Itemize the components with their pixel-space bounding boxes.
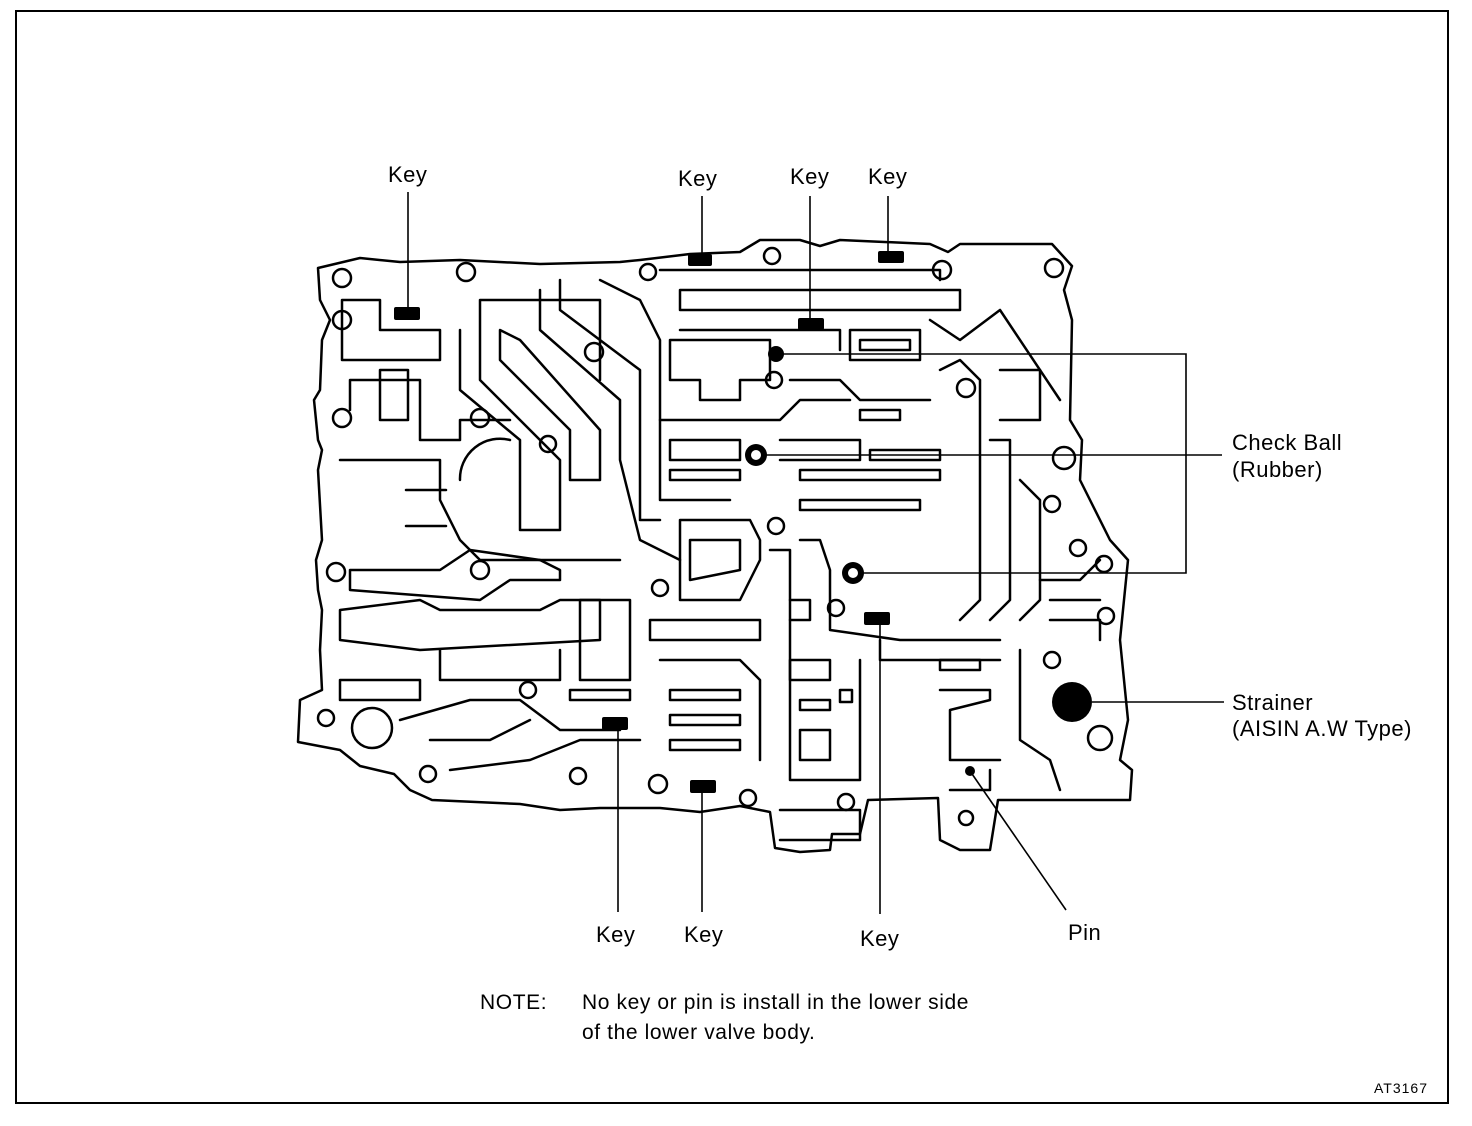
passage [668, 738, 742, 752]
passage [928, 308, 1062, 402]
passage [668, 338, 772, 402]
passage [788, 598, 812, 622]
passage [868, 448, 942, 462]
key-label-top-3: Key [790, 164, 830, 189]
passage [458, 437, 512, 482]
strainer-label-line2: (AISIN A.W Type) [1232, 716, 1412, 741]
passage [668, 468, 742, 482]
passage [678, 288, 962, 312]
passage [1038, 558, 1102, 602]
note-line-2: of the lower valve body. [582, 1021, 816, 1044]
passage [438, 648, 562, 682]
key-label-top-4: Key [868, 164, 908, 189]
passage [798, 468, 942, 482]
keys [394, 251, 904, 793]
passage [668, 438, 742, 462]
passage [948, 768, 992, 792]
passage [838, 688, 854, 704]
passage [848, 328, 922, 362]
check-ball-label-line2: (Rubber) [1232, 457, 1323, 482]
note-prefix: NOTE: [480, 991, 548, 1014]
key-marker [798, 318, 824, 330]
passage [428, 718, 532, 742]
key-marker [394, 307, 420, 320]
passage [788, 658, 832, 682]
passage [340, 298, 442, 362]
plate-outline [296, 238, 1134, 854]
passage [768, 548, 862, 782]
passage [648, 618, 762, 642]
key-label-bottom-1: Key [596, 922, 636, 947]
passage [568, 688, 632, 702]
passage [668, 688, 742, 702]
bolt-holes [316, 246, 1116, 827]
passage [668, 713, 742, 727]
strainer-label-line1: Strainer [1232, 690, 1314, 715]
passage [578, 598, 632, 682]
figure-frame [15, 10, 1449, 1104]
key-marker [688, 254, 712, 266]
passage [688, 538, 742, 582]
passage [798, 728, 832, 762]
passage [338, 598, 602, 652]
passage [658, 398, 852, 422]
passage [988, 438, 1012, 622]
passage [678, 328, 842, 352]
passage [338, 458, 622, 562]
passage [398, 698, 622, 732]
passage [788, 378, 932, 402]
passage [378, 368, 410, 422]
passage [404, 488, 448, 528]
strainer-marker [1052, 682, 1092, 722]
passage [1018, 478, 1042, 622]
note-line-1: No key or pin is install in the lower si… [582, 991, 970, 1014]
passage [598, 278, 732, 502]
passage [1018, 648, 1062, 792]
passage [538, 288, 682, 562]
check-balls [745, 346, 864, 584]
passage [498, 328, 602, 482]
key-label-top-2: Key [678, 166, 718, 191]
check-ball-label-line1: Check Ball [1232, 430, 1343, 455]
passage [658, 268, 942, 282]
key-marker [690, 780, 716, 793]
passage [348, 548, 562, 602]
passage [448, 738, 642, 772]
passage [998, 368, 1042, 422]
passage [678, 518, 762, 602]
key-label-top-1: Key [388, 162, 428, 187]
key-marker [878, 251, 904, 263]
passage [938, 688, 1002, 762]
passage [778, 808, 862, 842]
passage [798, 698, 832, 712]
passage [658, 658, 762, 762]
passage [348, 378, 512, 442]
passage [858, 408, 902, 422]
passage [938, 358, 982, 622]
figure-code: AT3167 [1374, 1080, 1428, 1096]
passage [558, 278, 662, 522]
key-marker [864, 612, 890, 625]
passage [338, 678, 422, 702]
passage [858, 338, 912, 352]
pin-label: Pin [1068, 920, 1102, 945]
passage [1048, 618, 1102, 642]
leader-lines [407, 192, 1224, 914]
passage [798, 538, 1002, 642]
passage [878, 638, 1002, 662]
passage [778, 438, 862, 462]
key-label-bottom-2: Key [684, 922, 724, 947]
passage [798, 498, 922, 512]
passage [938, 658, 982, 672]
passage [458, 298, 602, 532]
key-marker [602, 717, 628, 730]
key-label-bottom-3: Key [860, 926, 900, 951]
